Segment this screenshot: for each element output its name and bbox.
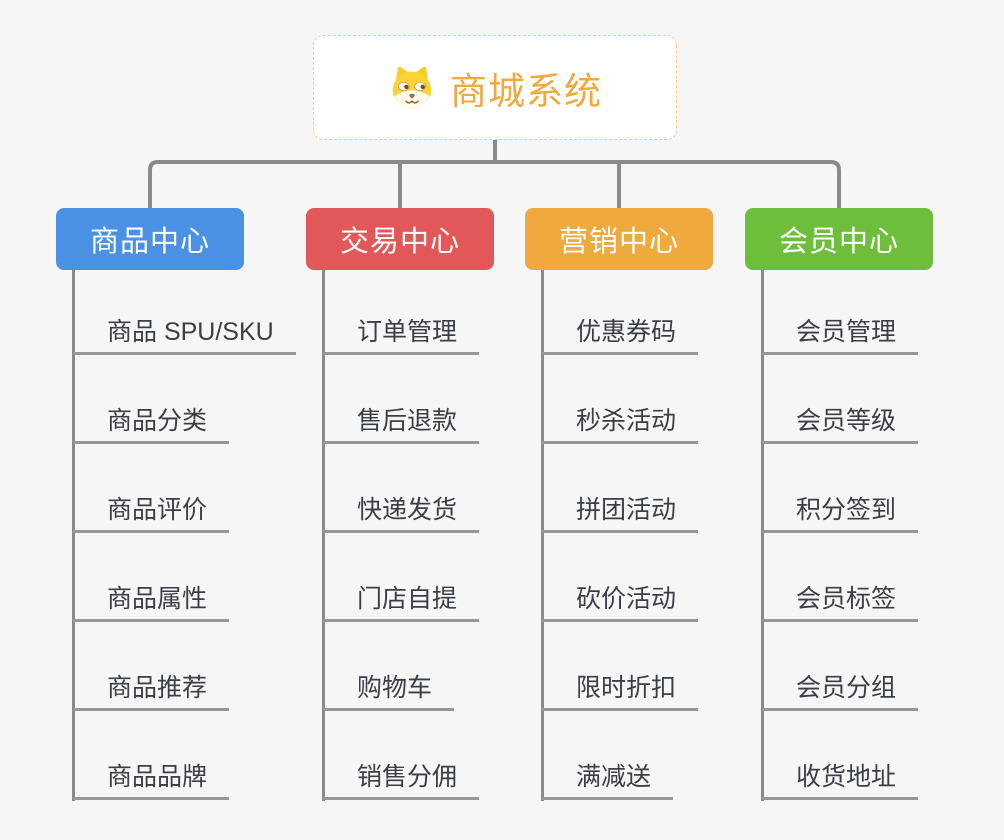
leaf-node[interactable]: 快递发货 bbox=[323, 495, 480, 533]
leaf-node[interactable]: 优惠券码 bbox=[542, 317, 699, 355]
leaf-node[interactable]: 会员等级 bbox=[762, 406, 919, 444]
leaf-node[interactable]: 会员分组 bbox=[762, 673, 919, 711]
branch-node-product-center[interactable]: 商品中心 bbox=[56, 208, 244, 270]
leaf-node[interactable]: 积分签到 bbox=[762, 495, 919, 533]
leaf-node[interactable]: 商品品牌 bbox=[73, 762, 230, 800]
leaf-node[interactable]: 售后退款 bbox=[323, 406, 480, 444]
branch-spine-line bbox=[72, 270, 75, 801]
branch-label: 交易中心 bbox=[339, 226, 460, 258]
leaf-node[interactable]: 商品分类 bbox=[73, 406, 230, 444]
branch-node-member-center[interactable]: 会员中心 bbox=[745, 208, 933, 270]
root-node-mall-system[interactable]: 商城系统 bbox=[313, 35, 677, 140]
leaf-node[interactable]: 会员标签 bbox=[762, 584, 919, 622]
leaf-node[interactable]: 收货地址 bbox=[762, 762, 919, 800]
leaf-node[interactable]: 购物车 bbox=[323, 673, 455, 711]
leaf-node[interactable]: 砍价活动 bbox=[542, 584, 699, 622]
root-node-label: 商城系统 bbox=[450, 70, 602, 112]
branch-spine-line bbox=[322, 270, 325, 801]
leaf-node[interactable]: 商品评价 bbox=[73, 495, 230, 533]
branch-label: 商品中心 bbox=[89, 226, 210, 258]
leaf-node[interactable]: 限时折扣 bbox=[542, 673, 699, 711]
dog-face-icon bbox=[388, 65, 436, 111]
branch-spine-line bbox=[541, 270, 544, 801]
leaf-node[interactable]: 拼团活动 bbox=[542, 495, 699, 533]
leaf-node[interactable]: 商品 SPU/SKU bbox=[73, 317, 296, 355]
leaf-node[interactable]: 门店自提 bbox=[323, 584, 480, 622]
branch-node-marketing-center[interactable]: 营销中心 bbox=[525, 208, 713, 270]
leaf-node[interactable]: 订单管理 bbox=[323, 317, 480, 355]
leaf-node[interactable]: 秒杀活动 bbox=[542, 406, 699, 444]
branch-label: 会员中心 bbox=[778, 226, 899, 258]
leaf-node[interactable]: 商品推荐 bbox=[73, 673, 230, 711]
leaf-node[interactable]: 销售分佣 bbox=[323, 762, 480, 800]
branch-label: 营销中心 bbox=[558, 226, 679, 258]
leaf-node[interactable]: 会员管理 bbox=[762, 317, 919, 355]
leaf-node[interactable]: 满减送 bbox=[542, 762, 674, 800]
branch-spine-line bbox=[761, 270, 764, 801]
branch-node-trade-center[interactable]: 交易中心 bbox=[306, 208, 494, 270]
leaf-node[interactable]: 商品属性 bbox=[73, 584, 230, 622]
